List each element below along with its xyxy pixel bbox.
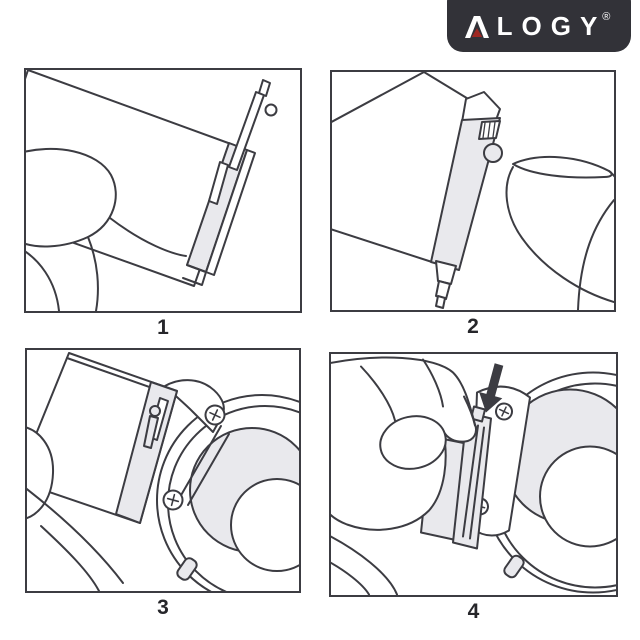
hand	[331, 356, 477, 595]
step-3-frame	[25, 348, 301, 593]
step-4-frame	[329, 352, 618, 597]
step-2-number: 2	[467, 315, 479, 338]
step-panel-2: 2	[330, 70, 616, 339]
step-3-illustration	[27, 352, 299, 591]
step-4-number: 4	[467, 600, 480, 623]
lug-screw	[495, 402, 513, 421]
fingernail	[512, 156, 613, 179]
lug-screw	[204, 404, 226, 426]
brand-logo-plate: LOGY ®	[447, 0, 631, 52]
alogy-a-triangle-icon	[464, 15, 489, 38]
thumbnail	[379, 415, 447, 470]
watch-case	[156, 394, 299, 591]
watch-crown	[503, 554, 525, 579]
watch-strap	[27, 352, 178, 524]
step-4-illustration	[331, 356, 616, 595]
step-panel-3: 3	[25, 348, 301, 620]
press-arrow-icon	[479, 363, 504, 413]
registered-mark: ®	[602, 10, 611, 23]
red-triangle-icon	[471, 27, 482, 37]
spring-bar-tip	[435, 280, 451, 300]
step-1-number: 1	[157, 316, 169, 339]
step-2-illustration	[332, 72, 614, 310]
step-panel-4: 4	[329, 352, 618, 624]
thumb	[26, 147, 187, 311]
step-3-number: 3	[157, 596, 169, 619]
fingertip	[505, 156, 614, 310]
quick-release-knob	[149, 405, 161, 417]
hand	[27, 426, 124, 591]
watch-crown	[176, 557, 198, 581]
watch-strap	[332, 72, 471, 263]
step-panel-1: 1	[24, 68, 302, 340]
pin-knob	[264, 103, 278, 117]
lug-screw	[162, 489, 184, 511]
spring-bar-pin	[228, 79, 278, 171]
strap-adapter	[430, 91, 503, 309]
step-1-frame	[24, 68, 302, 313]
step-2-frame	[330, 70, 616, 312]
brand-logo-text: LOGY	[496, 11, 607, 41]
step-1-illustration	[26, 70, 278, 311]
quick-release-knob	[483, 143, 503, 163]
watch-lugs	[162, 379, 230, 511]
brand-logo: LOGY ®	[464, 10, 615, 41]
